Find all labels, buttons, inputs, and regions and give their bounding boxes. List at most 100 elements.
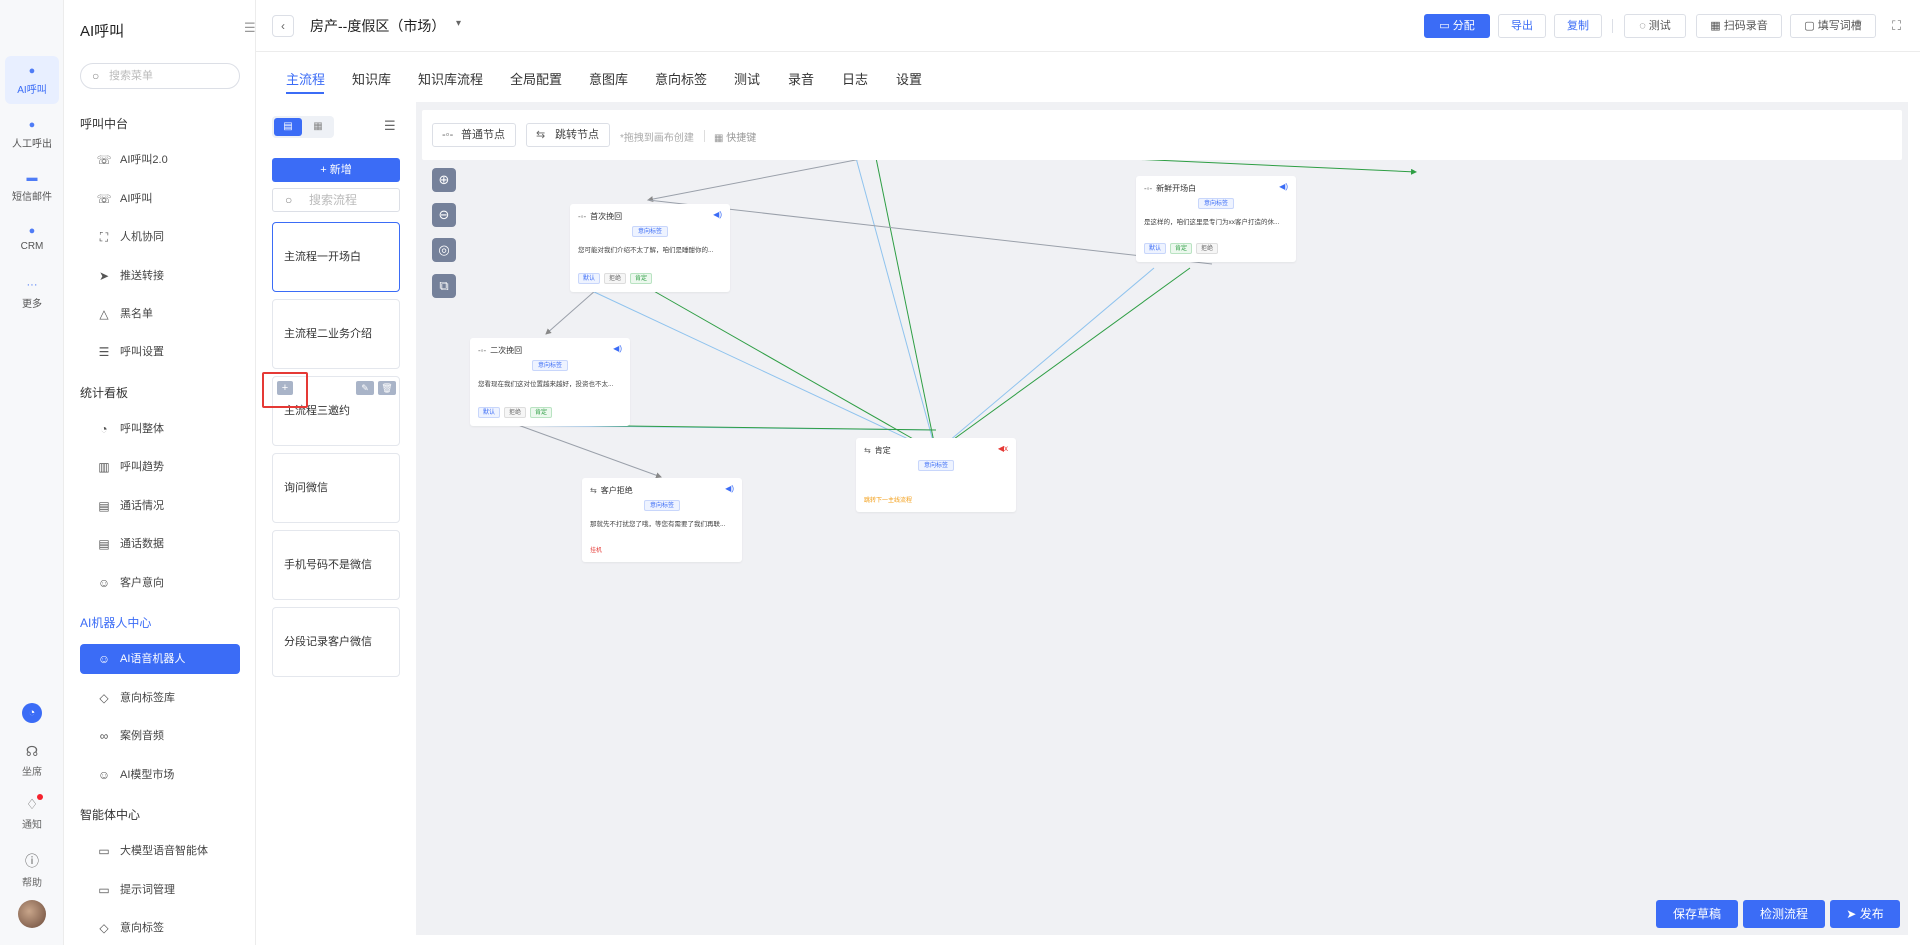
edit-icon: ▢	[1804, 20, 1818, 32]
tab-main-flow[interactable]: 主流程	[286, 72, 326, 87]
speaker-icon[interactable]: ◀)	[613, 344, 622, 353]
list-view-icon[interactable]: ▤	[274, 118, 302, 136]
rail-item-manual-call[interactable]: ● 人工呼出	[12, 119, 52, 150]
center-icon[interactable]: ◎	[432, 238, 456, 262]
zoom-out-icon[interactable]: ⊖	[432, 203, 456, 227]
check-flow-button[interactable]: 检测流程	[1743, 900, 1825, 928]
flow-item-business-intro[interactable]: 主流程二业务介绍	[272, 299, 400, 369]
node-customer-reject[interactable]: ⇆客户拒绝 ◀) 意向标签 那就先不打扰您了哦，等您有需要了我们再联... 挂机	[582, 478, 742, 562]
rail-item-ai-call[interactable]: ● AI呼叫	[5, 56, 59, 104]
sort-icon[interactable]: ☰	[384, 118, 396, 133]
tab-intent-tags[interactable]: 意向标签	[655, 72, 708, 87]
rail-item-sms-email[interactable]: ▬ 短信邮件	[12, 172, 52, 203]
sidebar-item-ai-voice-robot[interactable]: ☺AI语音机器人	[80, 644, 240, 674]
scan-record-button[interactable]: ▦ 扫码录音	[1696, 14, 1782, 38]
title-dropdown-icon[interactable]: ▾	[456, 18, 462, 29]
rail-item-notifications[interactable]: ♢ 通知	[5, 794, 59, 831]
branch-default[interactable]: 默认	[478, 407, 501, 418]
keyboard-icon: ▦	[714, 133, 727, 144]
menu-search-input[interactable]: ○ 搜索菜单	[80, 63, 240, 89]
flow-canvas[interactable]: -◦-普通节点 ⇆跳转节点 *拖拽到画布创建 ▦ 快捷键 ⊕ ⊖ ◎ ⧉ -◦-…	[416, 102, 1908, 935]
node-script-text: 您可能对我们介绍不太了解，咱们是睡酣你的...	[578, 247, 714, 254]
collapse-menu-icon[interactable]: ☰	[244, 20, 256, 35]
edit-flow-icon[interactable]: ✎	[356, 381, 374, 395]
branch-affirm[interactable]: 肯定	[1170, 243, 1193, 254]
speaker-icon[interactable]: ◀)	[725, 484, 734, 493]
delete-flow-icon[interactable]: 🗑	[378, 381, 396, 395]
tab-test[interactable]: 测试	[734, 72, 761, 87]
speaker-icon[interactable]: ◀)	[1279, 182, 1288, 191]
tab-knowledge-base[interactable]: 知识库	[352, 72, 392, 87]
zoom-in-icon[interactable]: ⊕	[432, 168, 456, 192]
tab-logs[interactable]: 日志	[842, 72, 869, 87]
node-promo-opening[interactable]: -◦-新鲜开场白 ◀) 意向标签 是这样的，咱们这里是专门为xx客户打造的休..…	[1136, 176, 1296, 262]
branch-reject[interactable]: 拒绝	[504, 407, 527, 418]
speaker-muted-icon[interactable]: ◀x	[997, 444, 1008, 453]
sidebar-item-case-audio[interactable]: ∞案例音频	[80, 721, 240, 751]
sidebar-item-customer-intent[interactable]: ☺客户意向	[80, 568, 240, 598]
sidebar-item-human-machine[interactable]: ⛶人机协同	[80, 222, 240, 252]
add-flow-button[interactable]: + 新增	[272, 158, 400, 182]
normal-node-button[interactable]: -◦-普通节点	[432, 123, 516, 147]
layout-icon[interactable]: ⧉	[432, 274, 456, 298]
jump-node-button[interactable]: ⇆跳转节点	[526, 123, 610, 147]
save-draft-button[interactable]: 保存草稿	[1656, 900, 1738, 928]
sidebar-item-ai-model-market[interactable]: ☺AI模型市场	[80, 760, 240, 790]
speaker-icon[interactable]: ◀)	[713, 210, 722, 219]
back-button[interactable]: ‹	[272, 15, 294, 37]
tab-global-config[interactable]: 全局配置	[510, 72, 563, 87]
sidebar-item-blacklist[interactable]: △黑名单	[80, 299, 240, 329]
sidebar-item-call-status[interactable]: ▤通话情况	[80, 491, 240, 521]
node-second-recover[interactable]: -◦-二次挽回 ◀) 意向标签 您看现在我们这对位置越来越好，投资也不太... …	[470, 338, 630, 426]
rail-item-agent[interactable]: ☊ 坐席	[5, 743, 59, 778]
branch-affirm[interactable]: 肯定	[630, 273, 653, 284]
edge-blue-right	[935, 267, 1155, 453]
sidebar-item-intent-tag-library[interactable]: ◇意向标签库	[80, 683, 240, 713]
chat-bubble-button[interactable]: ◔	[5, 703, 59, 723]
branch-affirm[interactable]: 肯定	[530, 407, 553, 418]
assign-button[interactable]: ▭ 分配	[1424, 14, 1490, 38]
flow-item-record-wechat[interactable]: 分段记录客户微信	[272, 607, 400, 677]
rail-item-help[interactable]: ⓘ 帮助	[5, 851, 59, 889]
sidebar-item-ai-call-2[interactable]: ☏AI呼叫2.0	[80, 145, 240, 175]
tab-intent-library[interactable]: 意图库	[589, 72, 629, 87]
branch-default[interactable]: 默认	[1144, 243, 1167, 254]
sidebar-item-prompt-management[interactable]: ▭提示词管理	[80, 875, 240, 905]
export-button[interactable]: 导出	[1498, 14, 1546, 38]
tab-settings[interactable]: 设置	[896, 72, 923, 87]
tab-recording[interactable]: 录音	[788, 72, 815, 87]
grid-view-icon[interactable]: ▦	[313, 121, 323, 132]
search-icon: ○	[92, 69, 100, 83]
flow-search-input[interactable]: ○ 搜索流程	[272, 188, 400, 212]
user-avatar[interactable]	[5, 900, 59, 928]
rail-item-more[interactable]: ··· 更多	[22, 279, 42, 310]
sidebar-item-call-data[interactable]: ▤通话数据	[80, 529, 240, 559]
branch-reject[interactable]: 拒绝	[604, 273, 627, 284]
sidebar-item-llm-voice-agent[interactable]: ▭大模型语音智能体	[80, 836, 240, 866]
edge-to-customer-reject	[517, 424, 662, 479]
copy-button[interactable]: 复制	[1554, 14, 1602, 38]
flow-item-opening[interactable]: 主流程一开场白	[272, 222, 400, 292]
flow-item-ask-wechat[interactable]: 询问微信	[272, 453, 400, 523]
shortcut-button[interactable]: ▦ 快捷键	[714, 133, 757, 144]
sidebar-item-call-overall[interactable]: ◔呼叫整体	[80, 414, 240, 444]
edge-to-second-recover	[545, 289, 597, 335]
branch-reject[interactable]: 拒绝	[1196, 243, 1219, 254]
fullscreen-icon[interactable]: ⛶	[1892, 18, 1902, 33]
smile-icon: ☺	[97, 576, 111, 590]
tab-knowledge-flow[interactable]: 知识库流程	[418, 72, 484, 87]
sidebar-item-call-trend[interactable]: ▥呼叫趋势	[80, 452, 240, 482]
publish-button[interactable]: ➤ 发布	[1830, 900, 1900, 928]
node-first-recover[interactable]: -◦-首次挽回 ◀) 意向标签 您可能对我们介绍不太了解，咱们是睡酣你的... …	[570, 204, 730, 292]
flow-item-phone-not-wechat[interactable]: 手机号码不是微信	[272, 530, 400, 600]
rail-item-crm[interactable]: ● CRM	[20, 225, 44, 252]
sidebar-item-intent-tag[interactable]: ◇意向标签	[80, 913, 240, 943]
branch-default[interactable]: 默认	[578, 273, 601, 284]
test-button[interactable]: ◌ 测试	[1624, 14, 1686, 38]
sidebar-item-call-settings[interactable]: ☰呼叫设置	[80, 337, 240, 367]
node-confirm[interactable]: ⇆肯定 ◀x 意向标签 跳转下一主线流程	[856, 438, 1016, 512]
insert-flow-icon[interactable]: +	[277, 381, 293, 395]
fill-slots-button[interactable]: ▢ 填写词槽	[1790, 14, 1876, 38]
sidebar-item-ai-call[interactable]: ☏AI呼叫	[80, 184, 240, 214]
sidebar-item-push-transfer[interactable]: ➤推送转接	[80, 261, 240, 291]
